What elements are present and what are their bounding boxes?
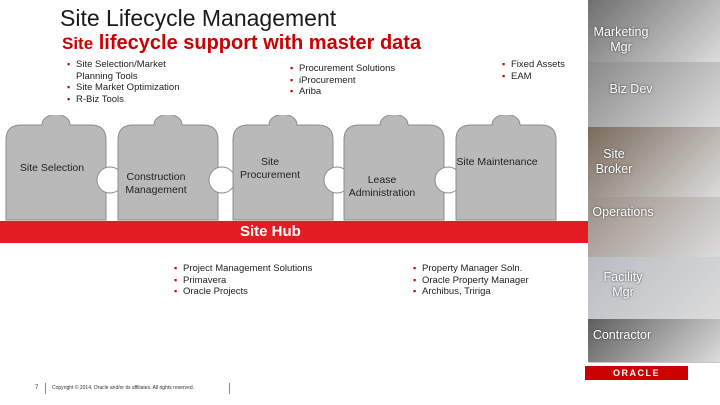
site-selection-tools-list: Site Selection/Market Planning Tools Sit… — [67, 59, 192, 105]
list-item: Primavera — [174, 275, 334, 287]
puzzle-piece-label: Site Maintenance — [456, 156, 538, 168]
puzzle-piece-label: Site Procurement — [239, 156, 301, 181]
list-item: Site Market Optimization — [67, 82, 192, 94]
operations-photo-icon — [588, 197, 720, 257]
list-item: EAM — [502, 71, 582, 83]
marketing-manager-photo-icon — [588, 0, 720, 62]
puzzle-pieces — [5, 115, 557, 221]
role-tile-facility-mgr: Facility Mgr — [588, 257, 720, 320]
role-tile-biz-dev: Biz Dev — [588, 62, 720, 128]
slide-title: Site Lifecycle Management — [60, 5, 337, 31]
project-management-list: Project Management Solutions Primavera O… — [174, 263, 334, 298]
copyright-notice: Copyright © 2014, Oracle and/or its affi… — [52, 385, 194, 391]
contractor-photo-icon — [588, 319, 720, 362]
list-item: Oracle Property Manager — [413, 275, 563, 287]
puzzle-piece — [232, 115, 334, 221]
list-item: Site Selection/Market Planning Tools — [67, 59, 192, 82]
list-item: Property Manager Soln. — [413, 263, 563, 275]
oracle-logo: ORACLE — [585, 366, 688, 380]
list-item: iProcurement — [290, 75, 415, 87]
slide-subtitle: Site lifecycle support with master data — [62, 32, 421, 55]
asset-solutions-list: Fixed Assets EAM — [502, 59, 582, 82]
puzzle-piece — [343, 115, 445, 221]
lifecycle-puzzle-diagram — [0, 115, 590, 243]
procurement-solutions-list: Procurement Solutions iProcurement Ariba — [290, 63, 415, 98]
puzzle-piece-label: Lease Administration — [348, 174, 416, 199]
site-broker-photo-icon — [588, 127, 720, 197]
puzzle-piece — [5, 115, 107, 221]
footer-divider — [45, 383, 46, 394]
subtitle-rest: lifecycle support with master data — [98, 32, 422, 54]
role-tile-contractor: Contractor — [588, 319, 720, 363]
role-label: Operations — [592, 205, 654, 219]
list-item: Ariba — [290, 86, 415, 98]
puzzle-piece-label: Site Selection — [19, 162, 85, 174]
list-item: Fixed Assets — [502, 59, 582, 71]
list-item: Archibus, Tririga — [413, 286, 563, 298]
role-label: Site Broker — [595, 147, 633, 176]
site-hub-bar — [0, 221, 590, 243]
list-item: Project Management Solutions — [174, 263, 334, 275]
list-item: R-Biz Tools — [67, 94, 192, 106]
role-label: Facility Mgr — [603, 270, 643, 299]
subtitle-prefix: Site — [62, 34, 94, 53]
role-label: Marketing Mgr — [593, 25, 649, 54]
role-tile-site-broker: Site Broker — [588, 127, 720, 198]
list-item: Procurement Solutions — [290, 63, 415, 75]
role-label: Biz Dev — [609, 82, 653, 96]
facility-manager-photo-icon — [588, 257, 720, 319]
puzzle-piece — [455, 115, 557, 221]
puzzle-piece-label: Construction Management — [125, 171, 187, 196]
business-developer-photo-icon — [588, 62, 720, 127]
role-label: Contractor — [592, 328, 652, 342]
role-tile-operations: Operations — [588, 197, 720, 258]
list-item: Oracle Projects — [174, 286, 334, 298]
page-number: 7 — [35, 385, 39, 391]
property-management-list: Property Manager Soln. Oracle Property M… — [413, 263, 563, 298]
puzzle-piece — [117, 115, 219, 221]
role-tile-marketing-mgr: Marketing Mgr — [588, 0, 720, 63]
site-hub-label: Site Hub — [240, 223, 301, 240]
footer-divider — [229, 383, 230, 394]
